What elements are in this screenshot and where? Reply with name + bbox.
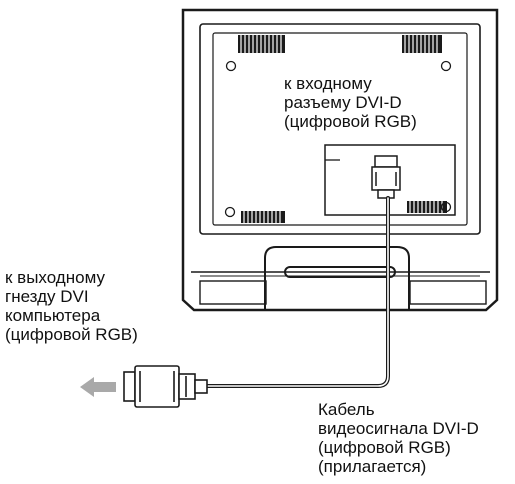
output-port-label-line-2: гнезду DVI — [5, 287, 89, 306]
dvi-connector-neck — [377, 189, 395, 199]
input-port-label-line-2: разъему DVI-D — [284, 93, 402, 112]
output-port-label: к выходному гнезду DVI компьютера (цифро… — [5, 268, 138, 344]
monitor-back-panel — [199, 23, 481, 235]
vent-bottom-right — [407, 201, 447, 213]
screw-bottom-left — [224, 206, 236, 218]
dvi-plug-icon — [123, 365, 208, 408]
dvi-connector-top — [374, 155, 398, 168]
cable-label: Кабель видеосигнала DVI-D (цифровой RGB)… — [318, 400, 479, 476]
input-port-label: к входному разъему DVI-D (цифровой RGB) — [284, 74, 417, 131]
dvi-connector-icon — [371, 155, 401, 199]
screw-holes — [224, 60, 452, 218]
cable-label-line-3: (цифровой RGB) — [318, 438, 451, 457]
screw-top-left — [225, 60, 237, 72]
monitor-stand — [264, 246, 410, 310]
dvi-plug-body — [134, 365, 180, 408]
monitor-outer-frame — [181, 8, 499, 312]
screw-top-right — [440, 60, 452, 72]
output-port-label-line-3: компьютера — [5, 306, 101, 325]
monitor-inner-panel — [212, 32, 468, 226]
left-arrow-icon — [80, 377, 116, 397]
output-port-label-line-1: к выходному — [5, 268, 105, 287]
dvi-plug-tip — [123, 371, 136, 402]
vent-gaps — [240, 35, 443, 223]
dvi-cable-core — [206, 197, 389, 387]
monitor-bottom-left-panel — [199, 280, 267, 305]
cable-label-line-4: (прилагается) — [318, 457, 427, 476]
cable-label-line-2: видеосигнала DVI-D — [318, 419, 479, 438]
screw-bottom-right — [440, 201, 452, 213]
stand-handle-slot — [284, 266, 396, 278]
monitor-rear — [181, 8, 499, 312]
dvi-plug-strain-relief — [178, 373, 196, 400]
input-port-label-line-1: к входному — [284, 74, 372, 93]
cable-label-line-1: Кабель — [318, 400, 375, 419]
dvi-plug-ferrule — [194, 379, 208, 394]
monitor-bottom-right-panel — [409, 280, 487, 305]
output-port-label-line-4: (цифровой RGB) — [5, 325, 138, 344]
dvi-cable — [205, 196, 390, 388]
vent-top-right — [402, 35, 442, 53]
input-port-label-line-3: (цифровой RGB) — [284, 112, 417, 131]
